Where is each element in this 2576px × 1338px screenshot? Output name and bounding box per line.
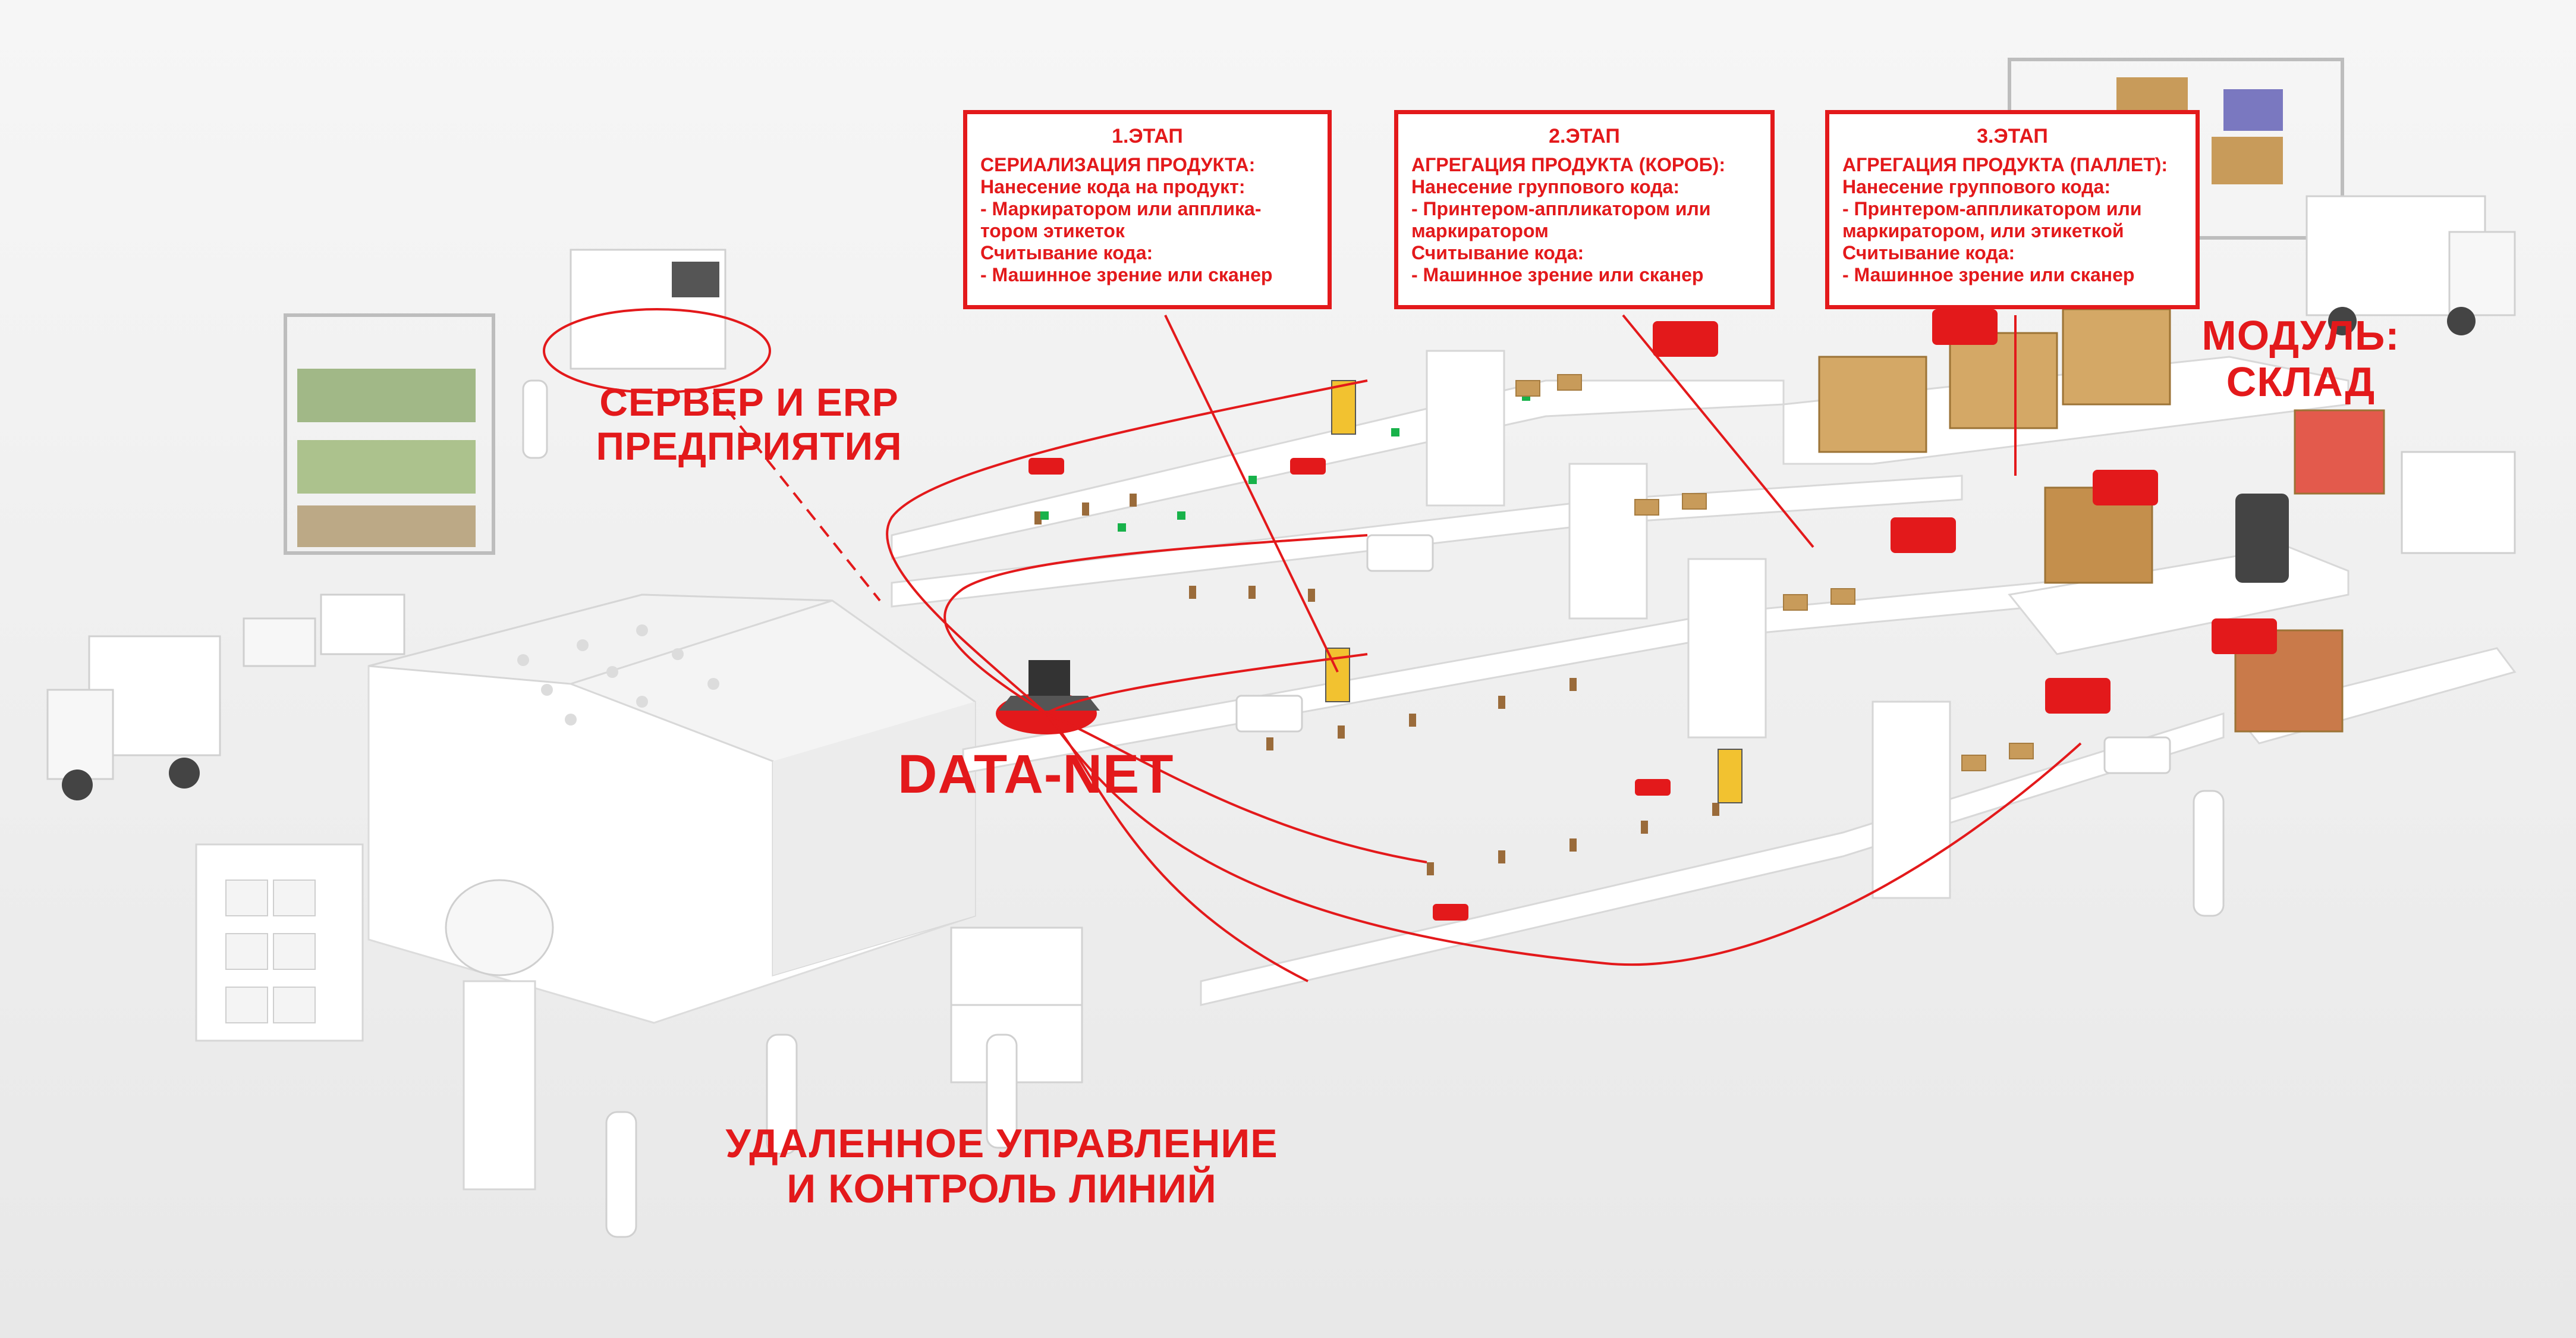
server-erp-label-line2: ПРЕДПРИЯТИЯ [596, 423, 902, 468]
stage-2-line: Считывание кода: [1411, 242, 1584, 263]
marking-heads [1028, 458, 1671, 921]
boxes-stage2 [1515, 374, 2034, 771]
server-link [712, 391, 881, 602]
stage-3-title: 3.ЭТАП [1977, 125, 2048, 147]
warehouse-module-label: МОДУЛЬ: СКЛАД [2152, 312, 2449, 406]
erp-rack [284, 313, 495, 555]
stage-3-line: АГРЕГАЦИЯ ПРОДУКТА (ПАЛЛЕТ): [1842, 154, 2168, 175]
stage-1-line: - Маркиратором или апплика- [980, 198, 1262, 219]
stage-1-box: 1.ЭТАП СЕРИАЛИЗАЦИЯ ПРОДУКТА: Нанесение … [963, 110, 1332, 309]
warehouse-module-label-line2: СКЛАД [2226, 359, 2376, 406]
printers [1235, 534, 2171, 774]
warehouse-module-label-line1: МОДУЛЬ: [2201, 312, 2400, 359]
stage-1-title: 1.ЭТАП [1112, 125, 1183, 147]
datanet-label: DATA-NET [898, 744, 1174, 805]
pallet-stacks [1818, 308, 2385, 733]
remote-control-label: УДАЛЕННОЕ УПРАВЛЕНИЕ И КОНТРОЛЬ ЛИНИЙ [690, 1121, 1314, 1211]
truck-left [46, 635, 221, 800]
stage-3-box: 3.ЭТАП АГРЕГАЦИЯ ПРОДУКТА (ПАЛЛЕТ): Нане… [1825, 110, 2200, 309]
stage-1-line: Считывание кода: [980, 242, 1153, 263]
satellite-dish [445, 879, 554, 1191]
forklift-left [243, 593, 405, 667]
stage-2-box: 2.ЭТАП АГРЕГАЦИЯ ПРОДУКТА (КОРОБ): Нанес… [1394, 110, 1775, 309]
server-erp-label: СЕРВЕР И ERP ПРЕДПРИЯТИЯ [511, 380, 987, 469]
stage-2-line: - Принтером-аппликатором или [1411, 198, 1711, 219]
label-applicators [1653, 309, 2277, 714]
stage-3-line: Нанесение группового кода: [1842, 176, 2111, 197]
network-lines [886, 314, 2082, 982]
stage-2-line: маркиратором [1411, 220, 1549, 241]
stage-3-line: Считывание кода: [1842, 242, 2015, 263]
gate-towers [1426, 350, 1951, 899]
handheld-scanner [2235, 494, 2289, 583]
workers [522, 379, 2225, 1238]
forklift-right [2401, 451, 2516, 554]
stage-1-line: СЕРИАЛИЗАЦИЯ ПРОДУКТА: [980, 154, 1256, 175]
server-ring [543, 308, 771, 394]
stage-2-line: АГРЕГАЦИЯ ПРОДУКТА (КОРОБ): [1411, 154, 1725, 175]
server-erp-label-line1: СЕРВЕР И ERP [599, 380, 899, 424]
dock-shelves [195, 843, 364, 1042]
stage-3-line: - Принтером-аппликатором или [1842, 198, 2142, 219]
stage-3-line: маркиратором, или этикеткой [1842, 220, 2124, 241]
truck-right [2305, 195, 2516, 335]
stage-1-line: тором этикеток [980, 220, 1125, 241]
stage-2-line: - Машинное зрение или сканер [1411, 264, 1704, 285]
products [1034, 494, 1719, 875]
remote-control-label-line2: И КОНТРОЛЬ ЛИНИЙ [787, 1166, 1217, 1212]
stage-1-line: Нанесение кода на продукт: [980, 176, 1245, 197]
remote-control-label-line1: УДАЛЕННОЕ УПРАВЛЕНИЕ [725, 1121, 1278, 1166]
stage-1-line: - Машинное зрение или сканер [980, 264, 1273, 285]
stage-2-line: Нанесение группового кода: [1411, 176, 1679, 197]
stage-2-title: 2.ЭТАП [1549, 125, 1620, 147]
stage-3-line: - Машинное зрение или сканер [1842, 264, 2135, 285]
